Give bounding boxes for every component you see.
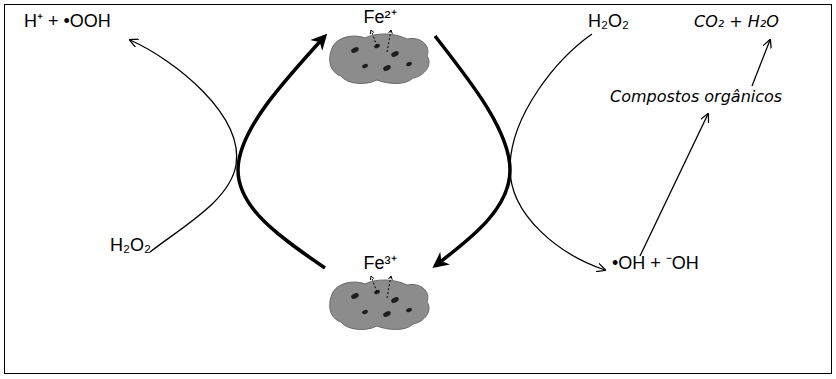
iron-species: Fe³⁺ [325,252,435,274]
chemical-species: Compostos orgânicos [610,86,782,108]
release-arrowhead [388,30,392,34]
active-site [350,292,359,300]
release-arrow [371,276,377,292]
active-site [405,307,412,313]
frame [5,5,832,374]
release-arrow [387,276,391,298]
active-site [382,310,391,318]
iron-species: Fe²⁺ [325,6,435,28]
chemical-species: H⁺ + •OOH [24,10,111,32]
support-shape [330,280,429,330]
reaction-arc [130,40,237,252]
release-arrowhead [370,30,374,34]
active-site [382,64,391,72]
chemical-species: H₂O₂ [110,234,151,256]
active-site [390,296,399,304]
release-arrowhead [388,276,392,280]
chemical-species: •OH + ⁻OH [612,252,699,274]
reaction-arrow [640,114,708,256]
active-site [361,63,368,69]
release-arrow [371,30,377,46]
support-shape [330,34,429,84]
redox-arrow [435,36,510,266]
catalyst-particle: Fe²⁺ [325,6,435,88]
release-arrow [387,30,391,52]
active-site [390,50,399,58]
active-site [350,46,359,54]
reaction-arc [510,34,605,270]
catalyst-particle: Fe³⁺ [325,252,435,334]
chemical-species: CO₂ + H₂O [694,11,779,33]
active-site [405,61,412,67]
redox-arrow [238,36,325,268]
active-site [361,309,368,315]
release-arrowhead [370,276,374,280]
chemical-species: H₂O₂ [588,10,629,32]
reaction-arrow [752,40,770,86]
